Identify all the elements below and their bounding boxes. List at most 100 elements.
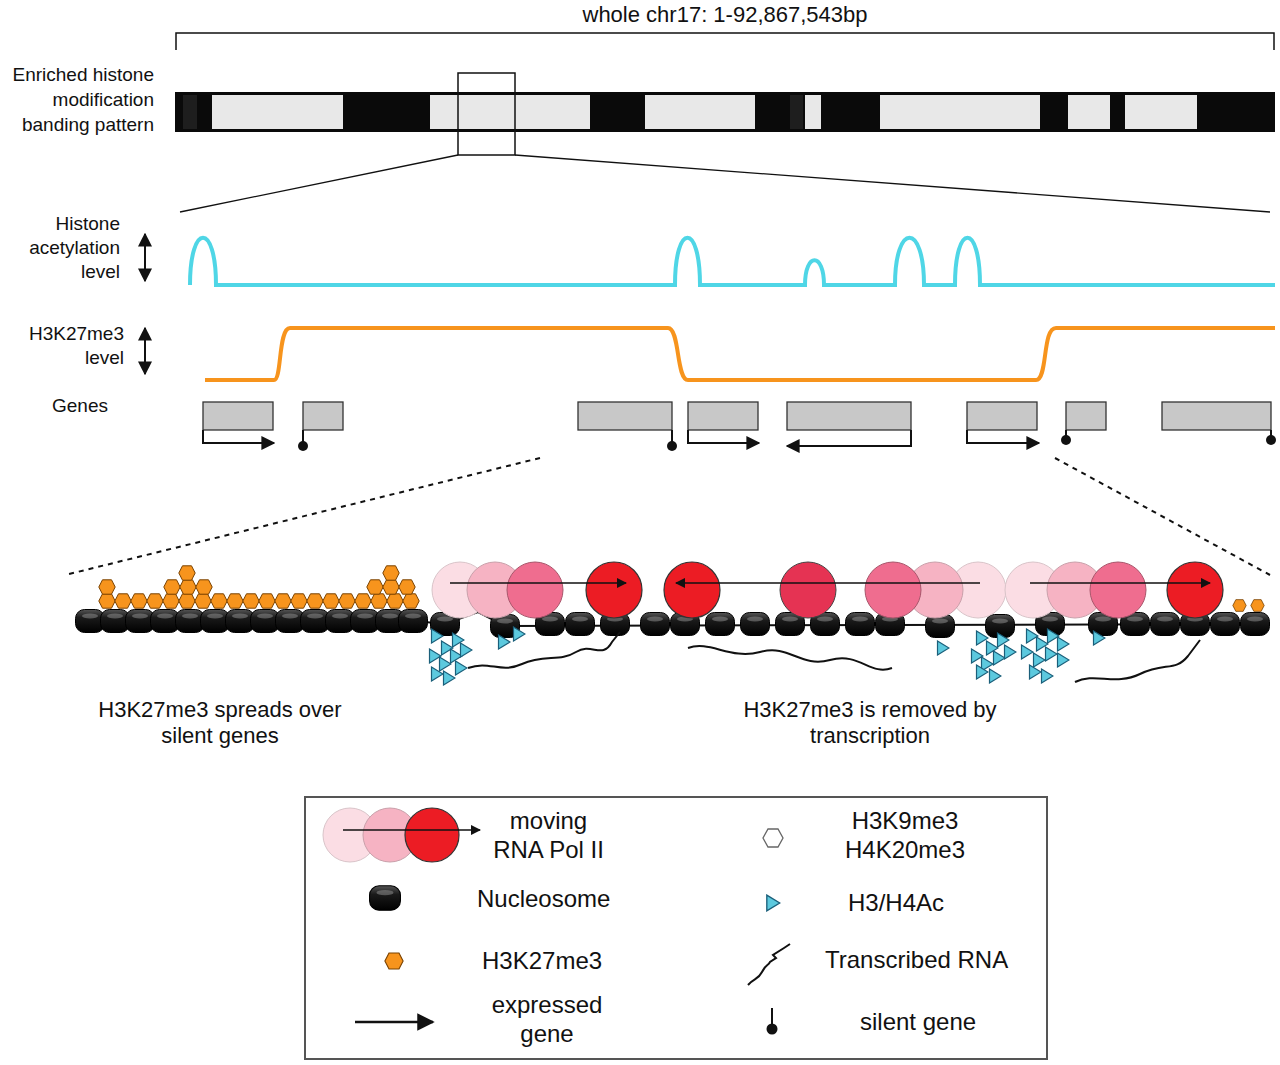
acetylation-triangle <box>1030 665 1042 679</box>
pol2-group <box>664 562 1006 618</box>
zoom-dashed-line <box>1055 458 1270 575</box>
h3k27me3-hexagon <box>147 594 163 608</box>
acetylation-triangle <box>456 661 468 675</box>
gene-box <box>967 402 1037 430</box>
h3k27me3-hexagon <box>323 594 339 608</box>
transcribed-rna <box>468 632 1200 682</box>
pol2-direction <box>450 582 626 584</box>
expressed-swatch <box>355 1021 433 1024</box>
legend-text: silent gene <box>860 1007 1040 1036</box>
h3k27me3-swatch <box>385 953 403 969</box>
acetylation-triangle <box>994 651 1006 665</box>
acetylation-triangle <box>1046 647 1058 661</box>
level-arrow <box>144 234 146 281</box>
pol2-circle <box>405 808 459 862</box>
legend-text: moving RNA Pol II <box>486 806 611 864</box>
zoom-line <box>180 155 458 212</box>
h3k27me3-hexagon <box>1233 600 1246 612</box>
level-arrows <box>145 234 146 374</box>
legend-text: expressed gene <box>487 990 607 1048</box>
acetylation-triangle <box>990 669 1002 683</box>
h3k27me3-hexagon <box>115 594 131 608</box>
h3k27me3-hexagon <box>1251 600 1264 612</box>
acetylation-triangle <box>444 671 456 685</box>
pol2-circle <box>1167 562 1223 618</box>
band-light <box>1125 95 1197 129</box>
h3k27me3-hexagon <box>371 594 387 608</box>
band-light <box>430 95 590 129</box>
pol2-group <box>432 562 642 618</box>
expressed-arrow <box>203 430 274 443</box>
acetylation-triangle <box>514 627 526 641</box>
acetylation-triangle <box>1034 653 1046 667</box>
h3k27me3-hexagon <box>399 580 415 594</box>
gene-box <box>578 402 672 430</box>
h3k27me3-hexagon <box>196 580 212 594</box>
h3k27me3-hexagon <box>383 580 399 594</box>
h3k27me3-hexagon <box>291 594 307 608</box>
legend-text: Nucleosome <box>477 884 677 913</box>
expressed-arrow <box>787 430 911 446</box>
silent-swatch-dot <box>767 1024 778 1035</box>
legend-text: H3K27me3 <box>482 946 682 975</box>
gene-box <box>688 402 758 430</box>
acetylation-triangle <box>977 665 989 679</box>
band-light <box>880 95 1040 129</box>
gene-box <box>1162 402 1271 430</box>
nucleosome <box>1241 613 1270 636</box>
acetylation-swatch <box>767 895 780 911</box>
h3k27me3-hexagon <box>403 594 419 608</box>
pol2-group <box>1005 562 1223 618</box>
track-label: H3K27me3 level <box>0 322 124 370</box>
nucleosome <box>1211 613 1240 636</box>
pol2-trace <box>1090 562 1146 618</box>
h3k27me3-hexagon <box>180 580 196 594</box>
annotation-text: H3K27me3 spreads over silent genes <box>85 697 355 749</box>
pol2-trace <box>780 562 836 618</box>
acetylation-track <box>190 238 1275 285</box>
gene-box <box>1066 402 1106 430</box>
expressed-arrow <box>688 430 759 443</box>
pol2-trace <box>507 562 563 618</box>
nucleosome <box>399 610 428 633</box>
nucleosome <box>846 613 875 636</box>
acetylation-triangle <box>440 657 452 671</box>
track-label: Histone acetylation level <box>0 212 120 284</box>
h3k27me3-hexagon <box>179 594 195 608</box>
pol2-trace <box>865 562 921 618</box>
pol2-direction <box>1030 582 1210 584</box>
silent-swatch-stem <box>771 1008 773 1026</box>
h3k27me3-hexagon <box>275 594 291 608</box>
acetylation-triangle <box>1058 653 1070 667</box>
h3k27me3-hexagon <box>387 594 403 608</box>
rna-swatch <box>748 944 790 985</box>
annotation-text: H3K27me3 is removed by transcription <box>725 697 1015 749</box>
h3k27me3-hexagon <box>227 594 243 608</box>
acetylation-triangle <box>1094 631 1106 645</box>
nucleosome <box>566 613 595 636</box>
level-arrow <box>144 328 146 374</box>
acetylation-triangle <box>1058 637 1070 651</box>
silent-dot <box>667 441 677 451</box>
h3k27me3-hexagon <box>259 594 275 608</box>
bracket-line <box>176 33 1274 50</box>
band-light <box>212 95 343 129</box>
pol2-direction <box>676 582 980 584</box>
pol2-direction <box>343 829 480 831</box>
band-light <box>645 95 755 129</box>
acetylation-triangle <box>998 633 1010 647</box>
banding-pattern <box>175 73 1275 212</box>
h3k27me3-hexagon <box>164 580 180 594</box>
h3k9me3-swatch <box>763 829 783 847</box>
h3k27me3-hexagon <box>99 580 115 594</box>
acetylation-triangle <box>1005 645 1017 659</box>
track-label: Genes <box>52 394 132 418</box>
h3k27me3-hexagon <box>179 566 195 580</box>
chromosome-title: whole chr17: 1-92,867,543bp <box>475 2 975 28</box>
legend-text: H3K9me3 H4K20me3 <box>835 806 975 864</box>
gene-box <box>203 402 273 430</box>
h3k27me3-hexagon <box>131 594 147 608</box>
legend-text: Transcribed RNA <box>825 945 1040 974</box>
